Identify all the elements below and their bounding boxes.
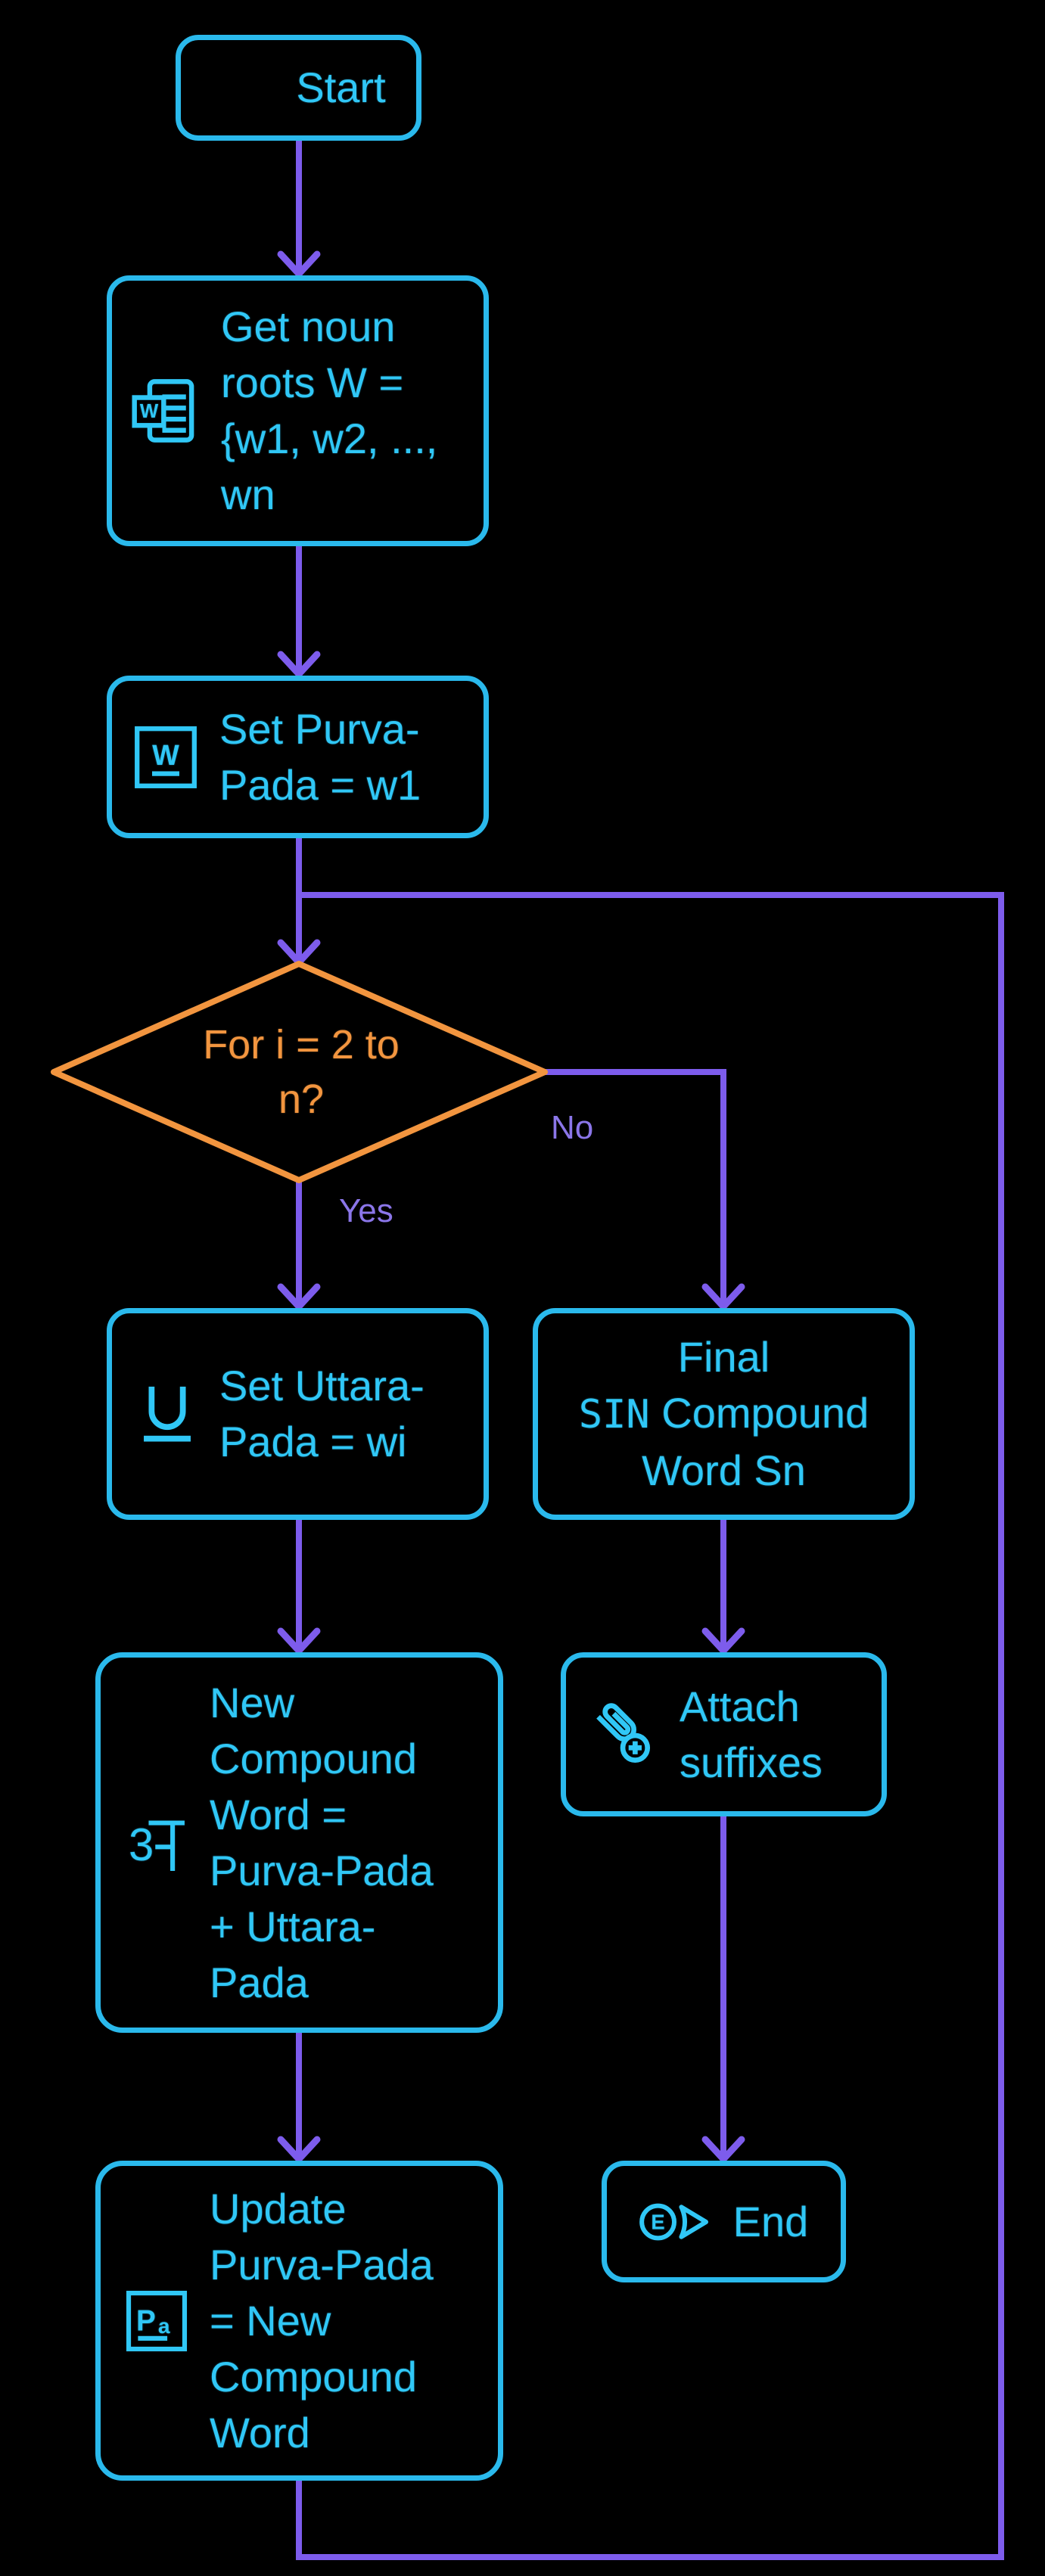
node-new-compound-word: 3 New Compound Word = Purva-Pada + Uttar…: [95, 1652, 503, 2033]
node-set-uttara-pada-label: Set Uttara- Pada = wi: [219, 1362, 425, 1465]
node-get-noun-roots: W Get noun roots W = {w1, w2, ..., wn: [107, 275, 489, 546]
node-start-label: Start: [296, 64, 386, 111]
pa-square-icon: P a: [123, 2288, 190, 2354]
edge-yes-label: Yes: [339, 1192, 393, 1229]
arrowhead-into-newcompound: [277, 1627, 321, 1655]
node-final-line2-text: Compound: [661, 1389, 869, 1437]
boxed-w-icon: W: [132, 723, 200, 791]
node-final-line1: Final: [677, 1333, 770, 1381]
paperclip-plus-icon: [587, 1698, 660, 1771]
decision-diamond: [51, 961, 548, 1183]
node-decision-label: For i = 2 to n?: [203, 1022, 400, 1122]
sin-badge: SIN: [578, 1392, 650, 1437]
node-update-purva-pada: P a Update Purva-Pada = New Compound Wor…: [95, 2161, 503, 2481]
svg-text:W: W: [140, 401, 159, 422]
edge-no-label: No: [551, 1109, 594, 1146]
arrowhead-into-end: [701, 2136, 745, 2163]
node-final-line3: Word Sn: [642, 1446, 806, 1494]
edge-decision-no: [545, 1069, 726, 1305]
node-set-purva-pada: W Set Purva- Pada = w1: [107, 676, 489, 838]
edge-update-loopback: [296, 892, 1004, 2560]
arrowhead-into-final: [701, 1283, 745, 1310]
node-end-label: End: [732, 2197, 809, 2245]
node-final-compound-word: Final SIN Compound Word Sn: [533, 1308, 915, 1520]
node-attach-suffixes-label: Attach suffixes: [680, 1682, 823, 1786]
svg-text:P: P: [136, 2304, 156, 2337]
svg-text:W: W: [152, 739, 179, 771]
node-start: Start: [176, 35, 421, 141]
node-update-purva-pada-label: Update Purva-Pada = New Compound Word: [210, 2184, 434, 2456]
arrowhead-into-update: [277, 2136, 321, 2163]
svg-text:3: 3: [129, 1819, 154, 1869]
end-play-icon: E: [639, 2199, 718, 2245]
devanagari-a-icon: 3: [123, 1810, 190, 1876]
node-set-uttara-pada: Set Uttara- Pada = wi: [107, 1308, 489, 1520]
underlined-u-icon: [135, 1381, 200, 1446]
node-get-noun-roots-label: Get noun roots W = {w1, w2, ..., wn: [221, 303, 438, 518]
node-final-line2: SIN Compound: [579, 1385, 869, 1443]
arrowhead-into-getnoun: [277, 250, 321, 278]
node-new-compound-word-label: New Compound Word = Purva-Pada + Uttara-…: [210, 1678, 434, 2006]
svg-text:a: a: [158, 2313, 170, 2337]
svg-text:E: E: [651, 2210, 664, 2233]
arrowhead-into-setuttara: [277, 1283, 321, 1310]
word-document-icon: W: [132, 376, 201, 446]
node-attach-suffixes: Attach suffixes: [561, 1652, 887, 1816]
node-end: E End: [602, 2161, 846, 2282]
arrowhead-into-setpurva: [277, 651, 321, 678]
node-set-purva-pada-label: Set Purva- Pada = w1: [219, 704, 421, 809]
arrowhead-into-attach: [701, 1627, 745, 1655]
